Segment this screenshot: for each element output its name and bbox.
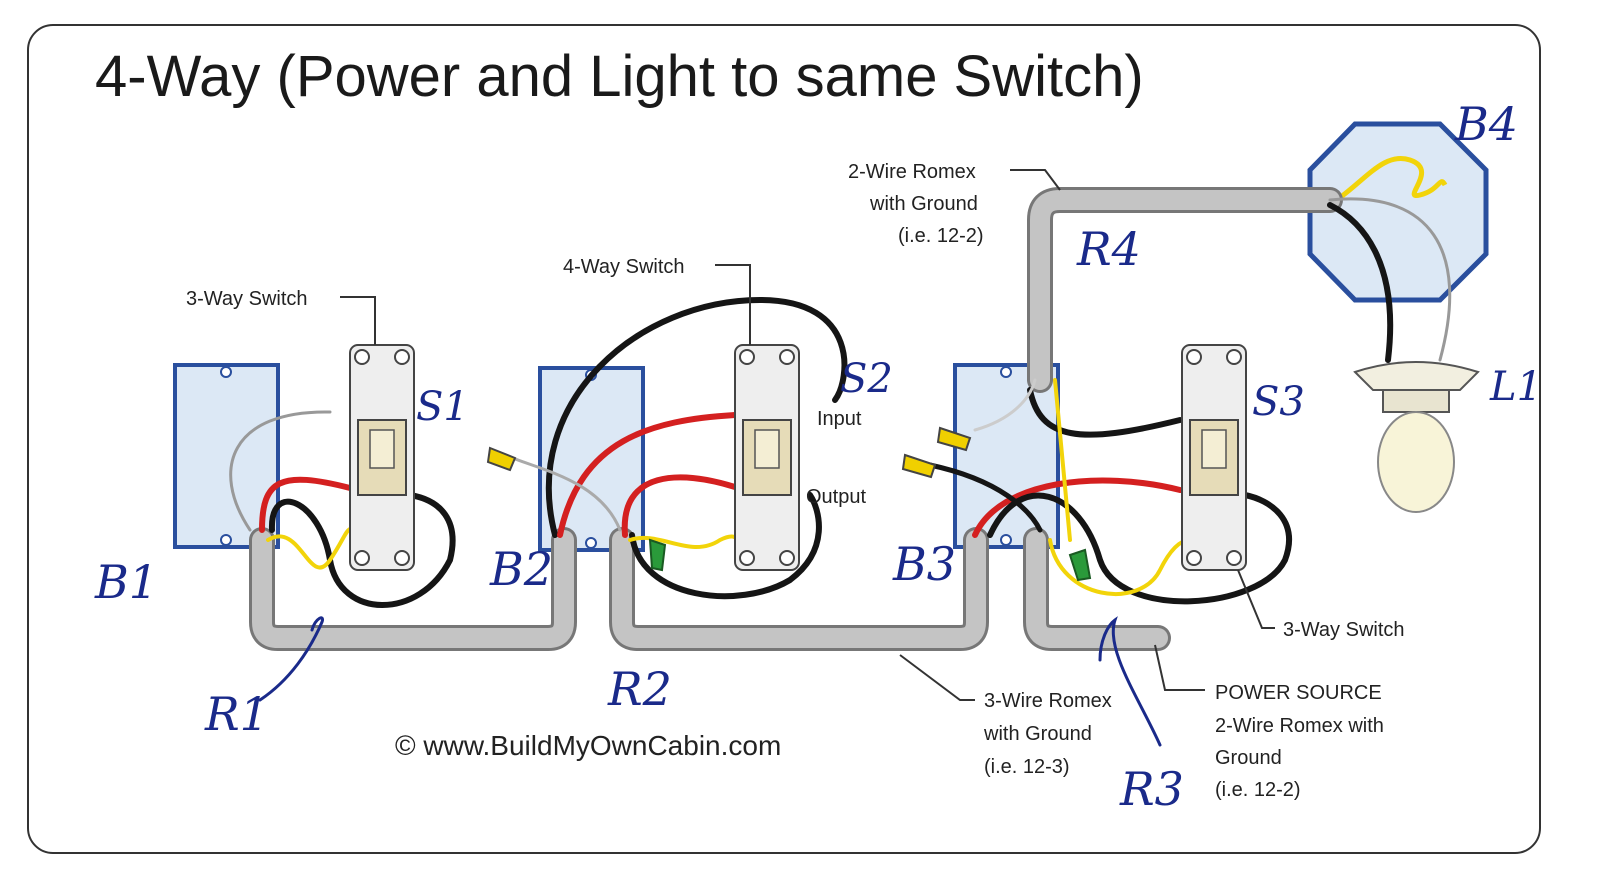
handwritten-b2: B2 [489,542,553,596]
handwritten-b3: B3 [892,537,956,591]
switch-s1 [349,344,415,571]
copyright-text: © www.BuildMyOwnCabin.com [395,730,781,761]
handwritten-s2: S2 [840,356,893,402]
handwritten-r3: R3 [1119,762,1184,816]
handwritten-r4: R4 [1076,222,1141,276]
power-source-label-line2: 2-Wire Romex with [1215,715,1384,737]
romex3-label-line1: 3-Wire Romex [984,690,1112,712]
diagram-title: 4-Way (Power and Light to same Switch) [95,44,1144,109]
handwritten-s1: S1 [416,384,469,430]
electrical-box-b1 [173,363,280,549]
handwritten-l1: L1 [1489,364,1542,410]
romex2-label-line1: 2-Wire Romex [848,161,976,183]
switch-s3 [1181,344,1247,571]
wire-nuts [486,426,1092,582]
handwritten-pointers [258,616,1162,747]
romex3-label-line2: with Ground [983,723,1092,745]
power-source-label-line3: Ground [1215,747,1282,769]
electrical-box-b3 [953,363,1060,549]
handwritten-b1: B1 [94,555,158,609]
power-source-label-line1: POWER SOURCE [1215,682,1382,704]
middle-switch-label: 4-Way Switch [563,256,685,278]
power-source-label-line4: (i.e. 12-2) [1215,779,1301,801]
handwritten-r2: R2 [607,662,672,716]
light-bulb-icon [1353,361,1480,513]
wires [229,197,1452,608]
romex3-label-line3: (i.e. 12-3) [984,756,1070,778]
left-switch-label: 3-Way Switch [186,288,308,310]
romex2-label-line3: (i.e. 12-2) [898,225,984,247]
handwritten-b4: B4 [1454,97,1518,151]
leader-lines [340,169,1275,701]
input-label: Input [817,408,862,430]
romex2-label-line2: with Ground [869,193,978,215]
handwritten-r1: R1 [204,687,269,741]
romex-cables [249,187,1343,651]
switch-s2 [734,344,800,571]
right-switch-label: 3-Way Switch [1283,619,1405,641]
handwritten-s3: S3 [1252,379,1305,425]
output-label: Output [806,486,866,508]
